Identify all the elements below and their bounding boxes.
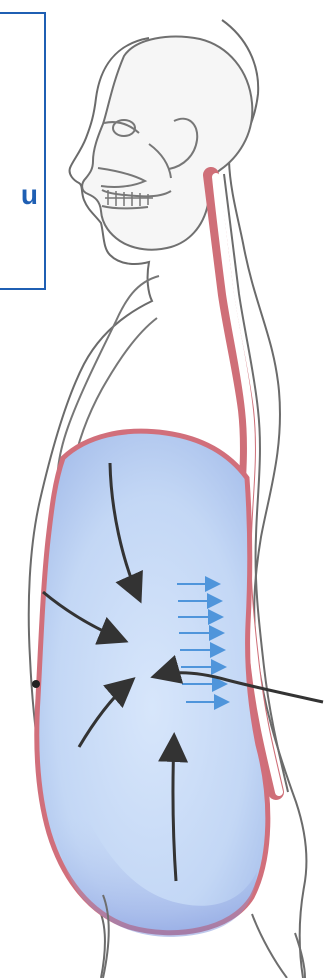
cropped-label-box: u xyxy=(0,12,46,290)
navel-marker xyxy=(32,680,40,688)
cropped-label-text: u xyxy=(21,181,38,209)
skull xyxy=(82,37,252,250)
